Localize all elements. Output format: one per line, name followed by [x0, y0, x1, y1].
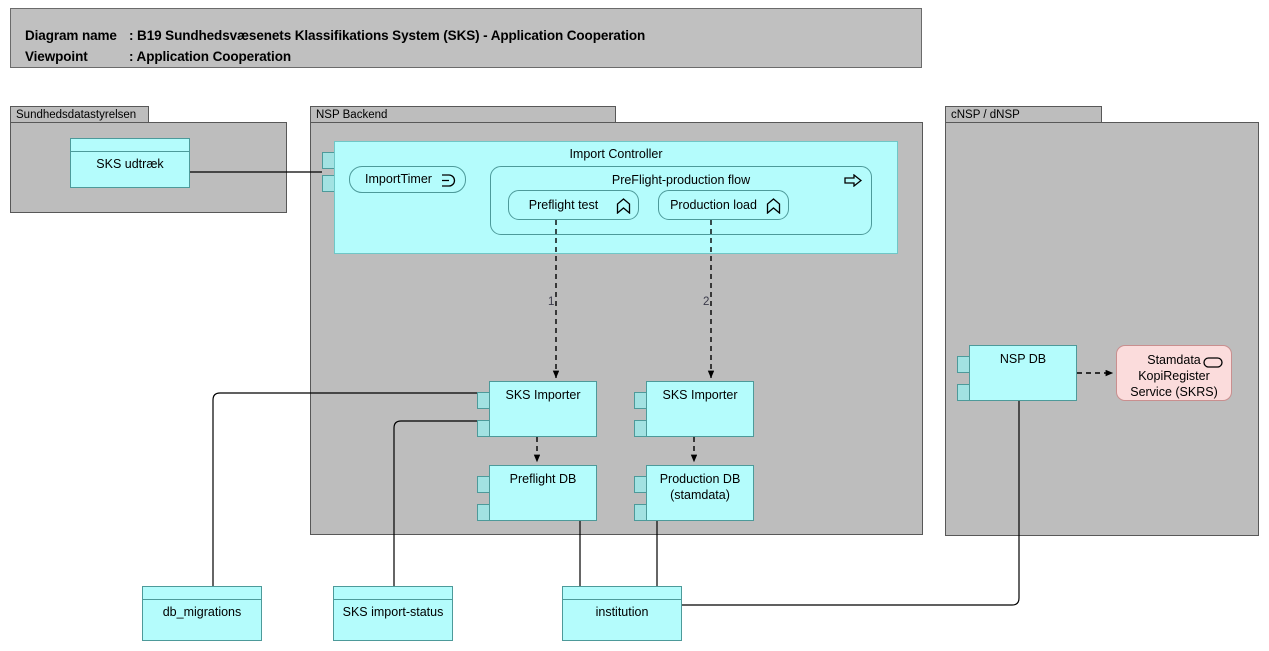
viewpoint-value: Application Cooperation — [136, 49, 292, 64]
element-label-production-load: Production load — [670, 198, 757, 212]
function-chevron-icon — [616, 198, 631, 219]
element-label-sks-udtraek: SKS udtræk — [96, 157, 164, 171]
component-body — [489, 465, 597, 521]
sequence-label-1: 1. — [548, 296, 558, 308]
element-label-preflight-test: Preflight test — [528, 198, 599, 212]
group-tab-sundhedsdatastyrelsen: Sundhedsdatastyrelsen — [10, 106, 149, 123]
diagram-name-sep: : — [129, 28, 138, 43]
element-label-sks-importer-1: SKS Importer — [505, 388, 581, 402]
component-body — [969, 345, 1077, 401]
group-body-cnsp-dnsp — [945, 122, 1259, 536]
element-label-import-timer: ImportTimer — [365, 172, 432, 186]
element-label-preflight-production-flow: PreFlight-production flow — [611, 173, 751, 187]
element-skrs[interactable]: Stamdata KopiRegister Service (SKRS) — [1116, 345, 1232, 401]
element-label-preflight-db: Preflight DB — [509, 472, 577, 486]
group-tab-nsp-backend: NSP Backend — [310, 106, 616, 123]
element-production-load[interactable]: Production load — [658, 190, 789, 220]
process-arrow-icon — [844, 173, 863, 192]
element-sks-importer-1[interactable]: SKS Importer — [477, 381, 597, 437]
viewpoint-sep: : — [129, 49, 137, 64]
element-label-institution: institution — [595, 605, 649, 619]
service-oval-icon — [1203, 355, 1223, 373]
element-label-production-db: Production DB (stamdata) — [659, 472, 741, 502]
element-label-skrs: Stamdata KopiRegister Service (SKRS) — [1130, 353, 1218, 399]
element-label-sks-import-status: SKS import-status — [342, 605, 444, 619]
diagram-name-row: Diagram name: B19 Sundhedsvæsenets Klass… — [25, 28, 645, 43]
component-body — [489, 381, 597, 437]
sequence-label-2: 2. — [703, 296, 713, 308]
diagram-title-block: Diagram name: B19 Sundhedsvæsenets Klass… — [10, 8, 922, 68]
function-chevron-icon — [766, 198, 781, 219]
group-cnsp-dnsp[interactable]: cNSP / dNSP — [945, 106, 1259, 536]
element-label-import-controller: Import Controller — [569, 147, 663, 161]
element-sks-udtraek[interactable]: SKS udtræk — [70, 138, 190, 188]
diagram-name-key: Diagram name — [25, 28, 117, 43]
element-preflight-test[interactable]: Preflight test — [508, 190, 639, 220]
element-sks-import-status[interactable]: SKS import-status — [333, 586, 453, 641]
element-institution[interactable]: institution — [562, 586, 682, 641]
element-label-sks-importer-2: SKS Importer — [662, 388, 738, 402]
viewpoint-key: Viewpoint — [25, 49, 88, 64]
event-arrow-icon — [441, 174, 457, 192]
element-db-migrations[interactable]: db_migrations — [142, 586, 262, 641]
element-sks-importer-2[interactable]: SKS Importer — [634, 381, 754, 437]
element-production-db[interactable]: Production DB (stamdata) — [634, 465, 754, 521]
viewpoint-row: Viewpoint: Application Cooperation — [25, 49, 291, 64]
data-object-band — [563, 587, 681, 600]
group-tab-cnsp-dnsp: cNSP / dNSP — [945, 106, 1102, 123]
element-import-timer[interactable]: ImportTimer — [349, 166, 466, 193]
element-preflight-db[interactable]: Preflight DB — [477, 465, 597, 521]
element-label-db-migrations: db_migrations — [162, 605, 242, 619]
element-nsp-db[interactable]: NSP DB — [957, 345, 1077, 401]
data-object-band — [71, 139, 189, 152]
data-object-band — [143, 587, 261, 600]
data-object-band — [334, 587, 452, 600]
element-label-nsp-db: NSP DB — [999, 352, 1047, 366]
diagram-name-value: B19 Sundhedsvæsenets Klassifikations Sys… — [137, 28, 646, 43]
